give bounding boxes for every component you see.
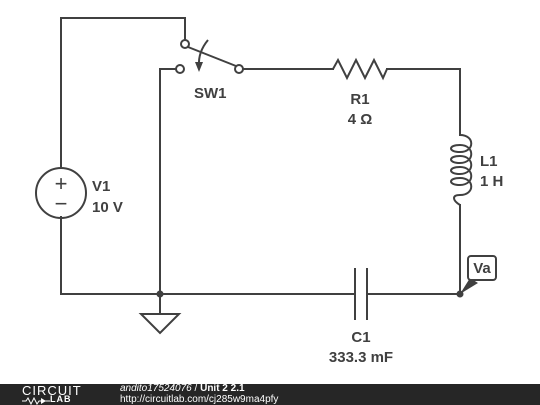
l1-name-label: L1: [480, 153, 498, 170]
circuit-title[interactable]: Unit 2 2.1: [200, 383, 245, 394]
author-link[interactable]: andito17524076: [120, 383, 192, 394]
wires: [60, 17, 461, 315]
inductor-l1[interactable]: [450, 134, 473, 206]
wire-resistor-to-inductor: [386, 68, 461, 136]
sw1-name-label: SW1: [194, 85, 227, 102]
capacitor-c1[interactable]: [354, 268, 368, 320]
circuit-schematic: + − V1 10 V SW1 R1 4 Ω L1 1 H C1 333.3 m…: [35, 17, 503, 366]
voltage-probe-va[interactable]: Va: [460, 255, 497, 294]
ground-symbol[interactable]: [138, 313, 182, 335]
circuitlab-logo[interactable]: CIRCUIT LAB: [22, 383, 112, 405]
wire-switch-left-down: [159, 68, 181, 295]
logo-top-text: CIRCUIT: [22, 383, 82, 398]
wire-top-left: [60, 17, 186, 169]
v1-value-label: 10 V: [92, 199, 123, 216]
footer-info: andito17524076 / Unit 2 2.1 http://circu…: [120, 384, 278, 405]
footer-title-line: andito17524076 / Unit 2 2.1: [120, 384, 278, 394]
logo-squiggle-icon: [22, 397, 50, 405]
junction-dot-ground: [156, 290, 164, 298]
footer-url-line: http://circuitlab.com/cj285w9ma4pfy: [120, 395, 278, 405]
plus-sign: +: [55, 171, 68, 196]
voltage-source-v1[interactable]: + −: [35, 167, 87, 219]
logo-bottom-text: LAB: [50, 394, 72, 404]
circuit-url-link[interactable]: http://circuitlab.com/cj285w9ma4pfy: [120, 394, 279, 405]
r1-name-label: R1: [350, 91, 369, 108]
switch-sw1[interactable]: [175, 39, 244, 74]
minus-sign: −: [55, 191, 68, 216]
l1-value-label: 1 H: [480, 173, 503, 190]
resistor-r1[interactable]: [332, 57, 388, 81]
c1-value-label: 333.3 mF: [329, 349, 393, 366]
v1-name-label: V1: [92, 178, 110, 195]
r1-value-label: 4 Ω: [348, 111, 373, 128]
va-probe-label: Va: [473, 260, 491, 277]
switch-arrow-icon: [195, 62, 203, 72]
title-separator: /: [191, 383, 201, 394]
c1-name-label: C1: [351, 329, 370, 346]
wire-source-bottom: [60, 216, 356, 295]
footer-bar: CIRCUIT LAB andito17524076 / Unit 2 2.1 …: [0, 384, 540, 405]
